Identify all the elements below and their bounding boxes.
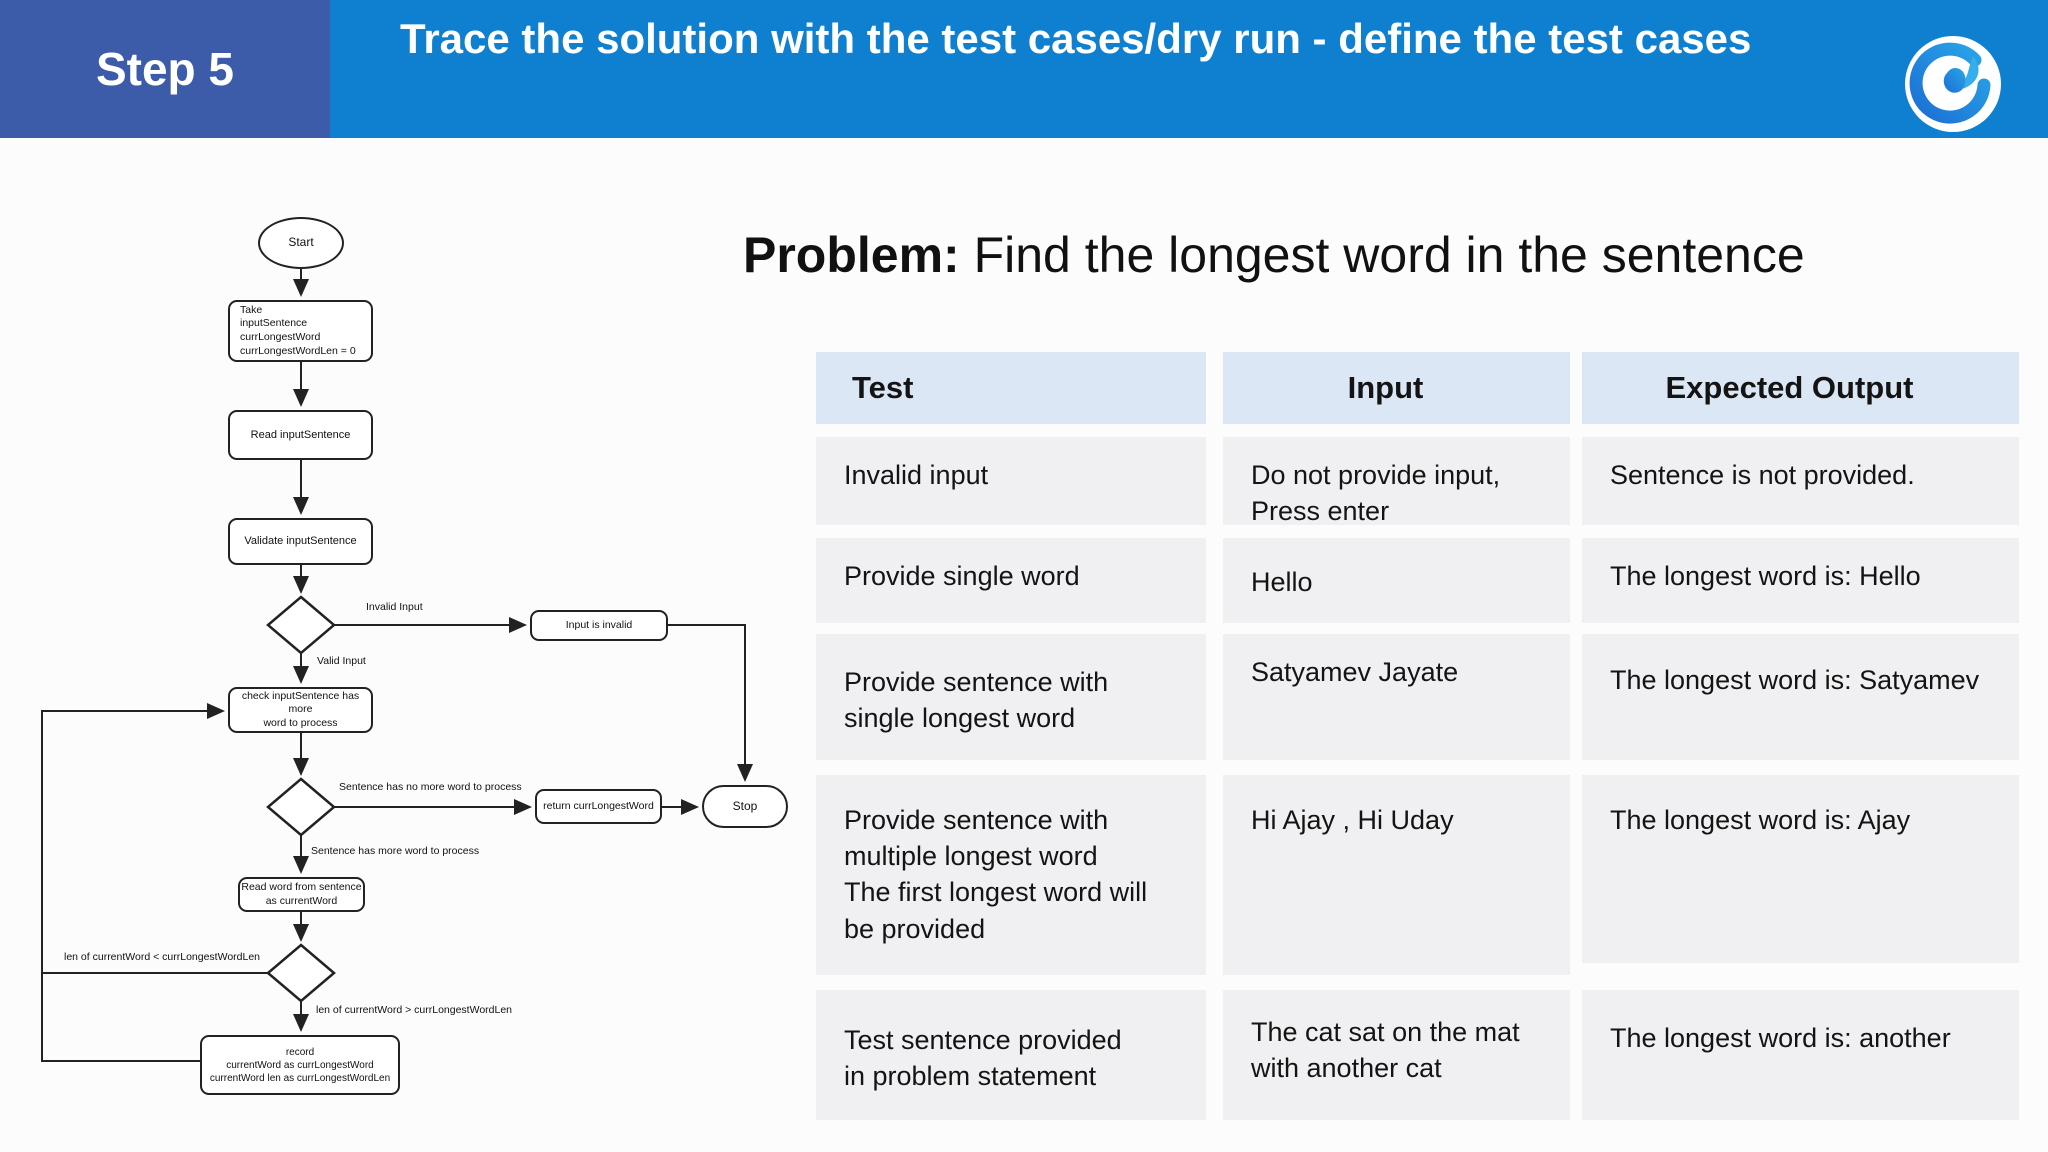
flow-node-stop: Stop	[702, 785, 788, 828]
table-row5-expected: The longest word is: another	[1582, 990, 2019, 1120]
edge-label-no-more-word: Sentence has no more word to process	[339, 781, 522, 793]
table-header-input: Input	[1223, 352, 1570, 424]
table-row4-test: Provide sentence with multiple longest w…	[816, 775, 1206, 975]
problem-text: Find the longest word in the sentence	[959, 227, 1805, 283]
table-row3-test: Provide sentence with single longest wor…	[816, 634, 1206, 760]
diamond-compare-len	[266, 943, 336, 1003]
table-row2-input: Hello	[1223, 538, 1570, 623]
table-row3-input: Satyamev Jayate	[1223, 634, 1570, 760]
flow-node-start: Start	[258, 217, 344, 269]
edge-label-valid-input: Valid Input	[317, 655, 366, 667]
diamond-validate	[266, 595, 336, 655]
table-row2-expected: The longest word is: Hello	[1582, 538, 2019, 623]
problem-heading: Problem: Find the longest word in the se…	[743, 226, 1805, 284]
table-row2-test: Provide single word	[816, 538, 1206, 623]
table-row4-expected: The longest word is: Ajay	[1582, 775, 2019, 963]
flow-node-validate: Validate inputSentence	[228, 518, 373, 565]
edge-label-more-word: Sentence has more word to process	[311, 845, 480, 857]
brand-swirl-logo	[1905, 36, 2001, 132]
header-bar	[0, 0, 2048, 138]
flow-node-input-invalid: Input is invalid	[530, 610, 668, 641]
table-row5-input: The cat sat on the mat with another cat	[1223, 990, 1570, 1120]
diamond-has-word	[266, 777, 336, 837]
flow-node-return-word: return currLongestWord	[535, 789, 662, 824]
flow-node-check-more: check inputSentence has more word to pro…	[228, 687, 373, 733]
edge-label-len-less: len of currentWord < currLongestWordLen	[64, 951, 261, 963]
table-row4-input: Hi Ajay , Hi Uday	[1223, 775, 1570, 975]
step-badge: Step 5	[0, 0, 330, 138]
table-row1-expected: Sentence is not provided.	[1582, 437, 2019, 525]
table-header-test: Test	[816, 352, 1206, 424]
table-row3-expected: The longest word is: Satyamev	[1582, 634, 2019, 760]
table-row1-test: Invalid input	[816, 437, 1206, 525]
problem-label: Problem:	[743, 227, 960, 283]
page-title: Trace the solution with the test cases/d…	[400, 15, 1752, 62]
edge-label-len-greater: len of currentWord > currLongestWordLen	[316, 1004, 513, 1016]
step-label: Step 5	[95, 43, 235, 95]
flow-node-take: Take inputSentence currLongestWord currL…	[228, 300, 373, 362]
flow-node-read-word: Read word from sentence as currentWord	[238, 877, 365, 912]
decision-diamonds	[266, 595, 336, 1003]
table-row5-test: Test sentence provided in problem statem…	[816, 990, 1206, 1120]
table-row1-input: Do not provide input, Press enter	[1223, 437, 1570, 526]
flowchart-edges	[41, 269, 753, 1062]
edge-label-invalid-input: Invalid Input	[366, 601, 423, 613]
flow-node-read-sentence: Read inputSentence	[228, 410, 373, 460]
flow-node-record: record currentWord as currLongestWord cu…	[200, 1035, 400, 1095]
flowchart-canvas	[41, 269, 753, 1062]
table-header-expected: Expected Output	[1582, 352, 2019, 424]
